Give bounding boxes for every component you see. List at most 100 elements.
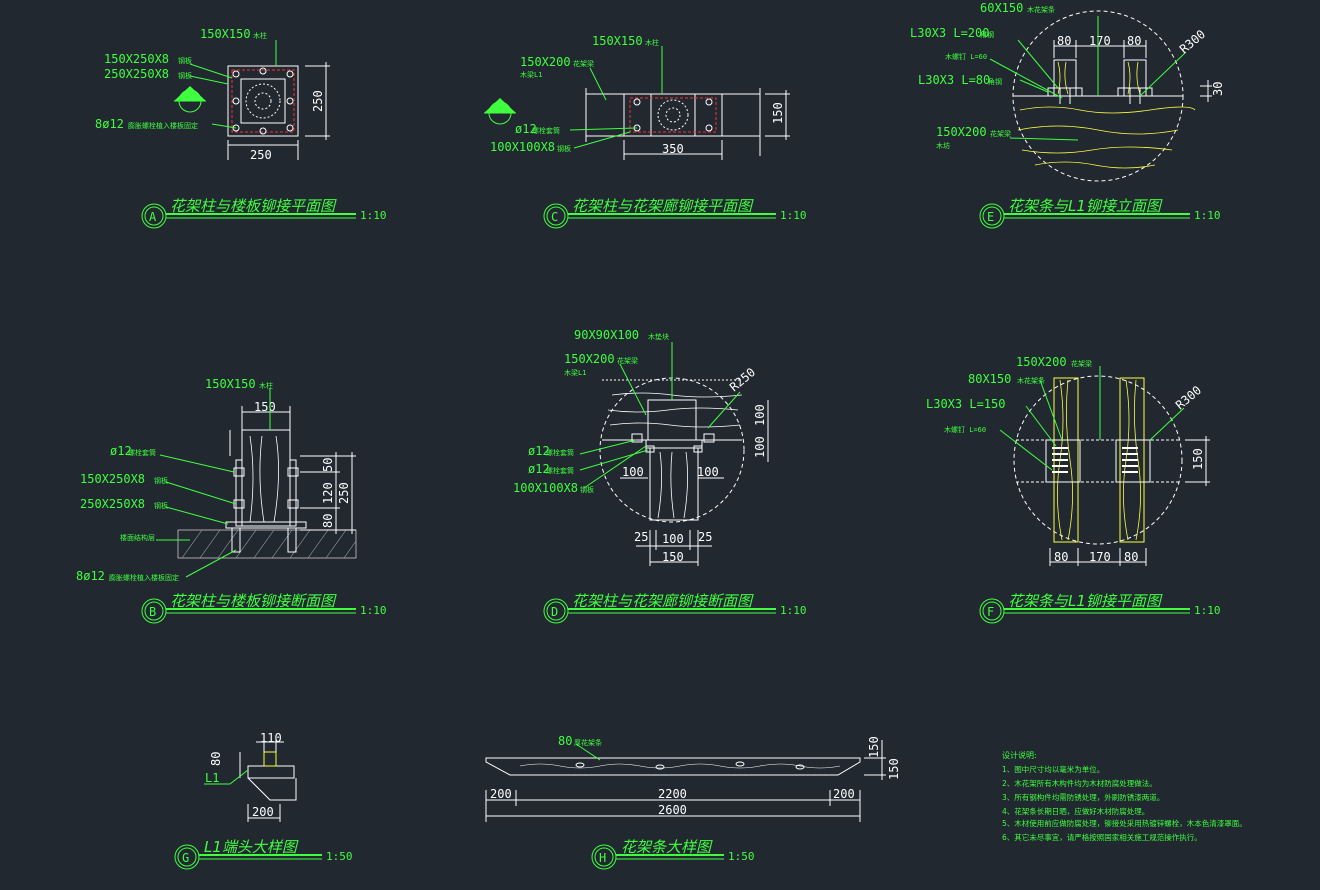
title-h-text: 花架条大样图 (621, 838, 713, 856)
d-radius: R250 (727, 365, 758, 394)
f-radius: R300 (1173, 383, 1204, 412)
b-dim-top: 150 (254, 400, 276, 414)
title-f-marker: F (987, 605, 994, 619)
c-label-bolt: ø12 (515, 122, 537, 136)
title-d-marker: D (551, 605, 558, 619)
a-label-bolts-note: 膨胀螺栓植入楼板固定 (128, 121, 198, 130)
e-label-beam: 150X200 (936, 125, 987, 139)
d-label-bolt2: ø12 (528, 462, 550, 476)
a-label-plate1: 150X250X8 (104, 52, 169, 66)
title-e-text: 花架条与L1铆接立面图 (1008, 197, 1163, 215)
b-label-bolt-note: 螺栓套筒 (128, 448, 156, 457)
h-dim-3: 200 (833, 787, 855, 801)
d-dim-b3: 25 (698, 530, 712, 544)
d-dim-total: 150 (662, 550, 684, 564)
f-dim-3: 80 (1124, 550, 1138, 564)
c-section-letter: D (496, 100, 503, 114)
notes-item-6: 6、其它未尽事宜，请严格按照国家相关施工规范操作执行。 (1002, 832, 1202, 842)
d-dim-v1: 100 (753, 404, 767, 426)
d-label-top: 90X90X100 (574, 328, 639, 342)
b-label-post: 150X150 (205, 377, 256, 391)
h-label-bar: 80 (558, 734, 572, 748)
g-dim-top: 110 (260, 731, 282, 745)
f-dim-2: 170 (1089, 550, 1111, 564)
title-e-marker: E (987, 210, 994, 224)
detail-d-section: 100 100 100 100 25 100 25 150 R250 90X90… (513, 328, 769, 566)
h-dim-1: 200 (490, 787, 512, 801)
e-dim-side: 30 (1211, 82, 1225, 96)
d-dim-right: 100 (697, 465, 719, 479)
title-d: D 花架柱与花架廊铆接断面图 1:10 (543, 592, 807, 624)
detail-f-plan: 150 80 170 80 R300 150X200 花架梁 80X150 木花… (926, 355, 1210, 566)
b-label-post-note: 木柱 (259, 381, 273, 390)
b-dim-2: 120 (321, 482, 335, 504)
d-label-plate-note: 钢板 (580, 485, 594, 494)
title-a-marker: A (149, 210, 157, 224)
title-b-text: 花架柱与楼板铆接断面图 (170, 592, 337, 610)
e-label-beam-tag: 木坊 (936, 141, 950, 150)
d-label-beam: 150X200 (564, 352, 615, 366)
e-dim-1: 80 (1057, 34, 1071, 48)
c-label-post: 150X150 (592, 34, 643, 48)
d-label-bolt1: ø12 (528, 444, 550, 458)
b-label-slab: 楼面结构层 (120, 533, 155, 542)
title-e: E 花架条与L1铆接立面图 1:10 (979, 197, 1221, 229)
a-label-plate1-note: 钢板 (178, 56, 192, 65)
f-label-top: 80X150 (968, 372, 1011, 386)
title-b-scale: 1:10 (360, 604, 387, 617)
notes-item-4: 4、花架条长期日晒，应做好木材防腐处理。 (1002, 806, 1149, 816)
e-label-beam-note: 花架梁 (990, 129, 1011, 138)
e-label-angle2: L30X3 L=80 (918, 73, 990, 87)
b-label-bolts: 8ø12 (76, 569, 105, 583)
c-label-beam: 150X200 (520, 55, 571, 69)
title-h-scale: 1:50 (728, 850, 755, 863)
b-label-plate1-note: 钢板 (154, 476, 168, 485)
e-label-angle1: L30X3 L=200 (910, 26, 989, 40)
h-dim-2: 2200 (658, 787, 687, 801)
title-b-marker: B (149, 605, 156, 619)
g-dim-side: 80 (209, 752, 223, 766)
c-label-bolt-note: 螺栓套筒 (532, 126, 560, 135)
b-label-plate2: 250X250X8 (80, 497, 145, 511)
title-h: H 花架条大样图 1:50 (591, 838, 755, 870)
a-label-bolts: 8ø12 (95, 117, 124, 131)
title-c: C 花架柱与花架廊铆接平面图 1:10 (543, 197, 807, 229)
notes-title: 设计说明: (1002, 750, 1037, 760)
f-label-angle: L30X3 L=150 (926, 397, 1005, 411)
f-dim-1: 80 (1054, 550, 1068, 564)
e-label-angle2-note: 角钢 (988, 77, 1002, 86)
detail-e-elevation: 80 170 80 30 R300 60X150 木花架条 L30X3 L=20… (910, 1, 1225, 182)
title-b: B 花架柱与楼板铆接断面图 1:10 (141, 592, 387, 624)
h-dim-h2: 150 (887, 758, 901, 780)
title-a-scale: 1:10 (360, 209, 387, 222)
d-dim-left: 100 (622, 465, 644, 479)
a-label-post: 150X150 (200, 27, 251, 41)
detail-h-bar: 80 厚花架条 200 2200 200 2600 150 150 (485, 734, 901, 822)
notes-item-1: 1、图中尺寸均以毫米为单位。 (1002, 764, 1104, 774)
a-dim-height: 250 (311, 90, 325, 112)
f-label-screw: 木螺钉 L=60 (944, 425, 986, 434)
h-dim-h1: 150 (867, 736, 881, 758)
f-label-beam-note: 花架梁 (1071, 359, 1092, 368)
title-h-marker: H (599, 851, 606, 865)
title-e-scale: 1:10 (1194, 209, 1221, 222)
detail-g-end: 110 80 L1 200 (204, 731, 297, 822)
b-label-bolt: ø12 (110, 444, 132, 458)
c-section-marker: D (484, 98, 516, 125)
e-dim-2: 170 (1089, 34, 1111, 48)
notes-item-3: 3、所有钢构件均需防锈处理，外刷防锈漆两道。 (1002, 792, 1164, 802)
design-notes: 设计说明: 1、图中尺寸均以毫米为单位。 2、木花架所有木构件均为木材防腐处理做… (1002, 750, 1247, 842)
title-a: A 花架柱与楼板铆接平面图 1:10 (141, 197, 387, 229)
title-c-marker: C (551, 210, 558, 224)
title-g-marker: G (182, 851, 189, 865)
a-label-post-note: 木柱 (253, 31, 267, 40)
title-f-scale: 1:10 (1194, 604, 1221, 617)
h-label-bar-note: 厚花架条 (574, 738, 602, 747)
detail-b-section: 150 50 120 80 250 150X150 木柱 ø12 螺栓套筒 15… (76, 377, 357, 583)
e-label-screw: 木螺钉 L=60 (945, 52, 987, 61)
e-radius: R300 (1177, 27, 1208, 56)
c-label-plate: 100X100X8 (490, 140, 555, 154)
title-c-text: 花架柱与花架廊铆接平面图 (572, 197, 754, 215)
title-d-scale: 1:10 (780, 604, 807, 617)
